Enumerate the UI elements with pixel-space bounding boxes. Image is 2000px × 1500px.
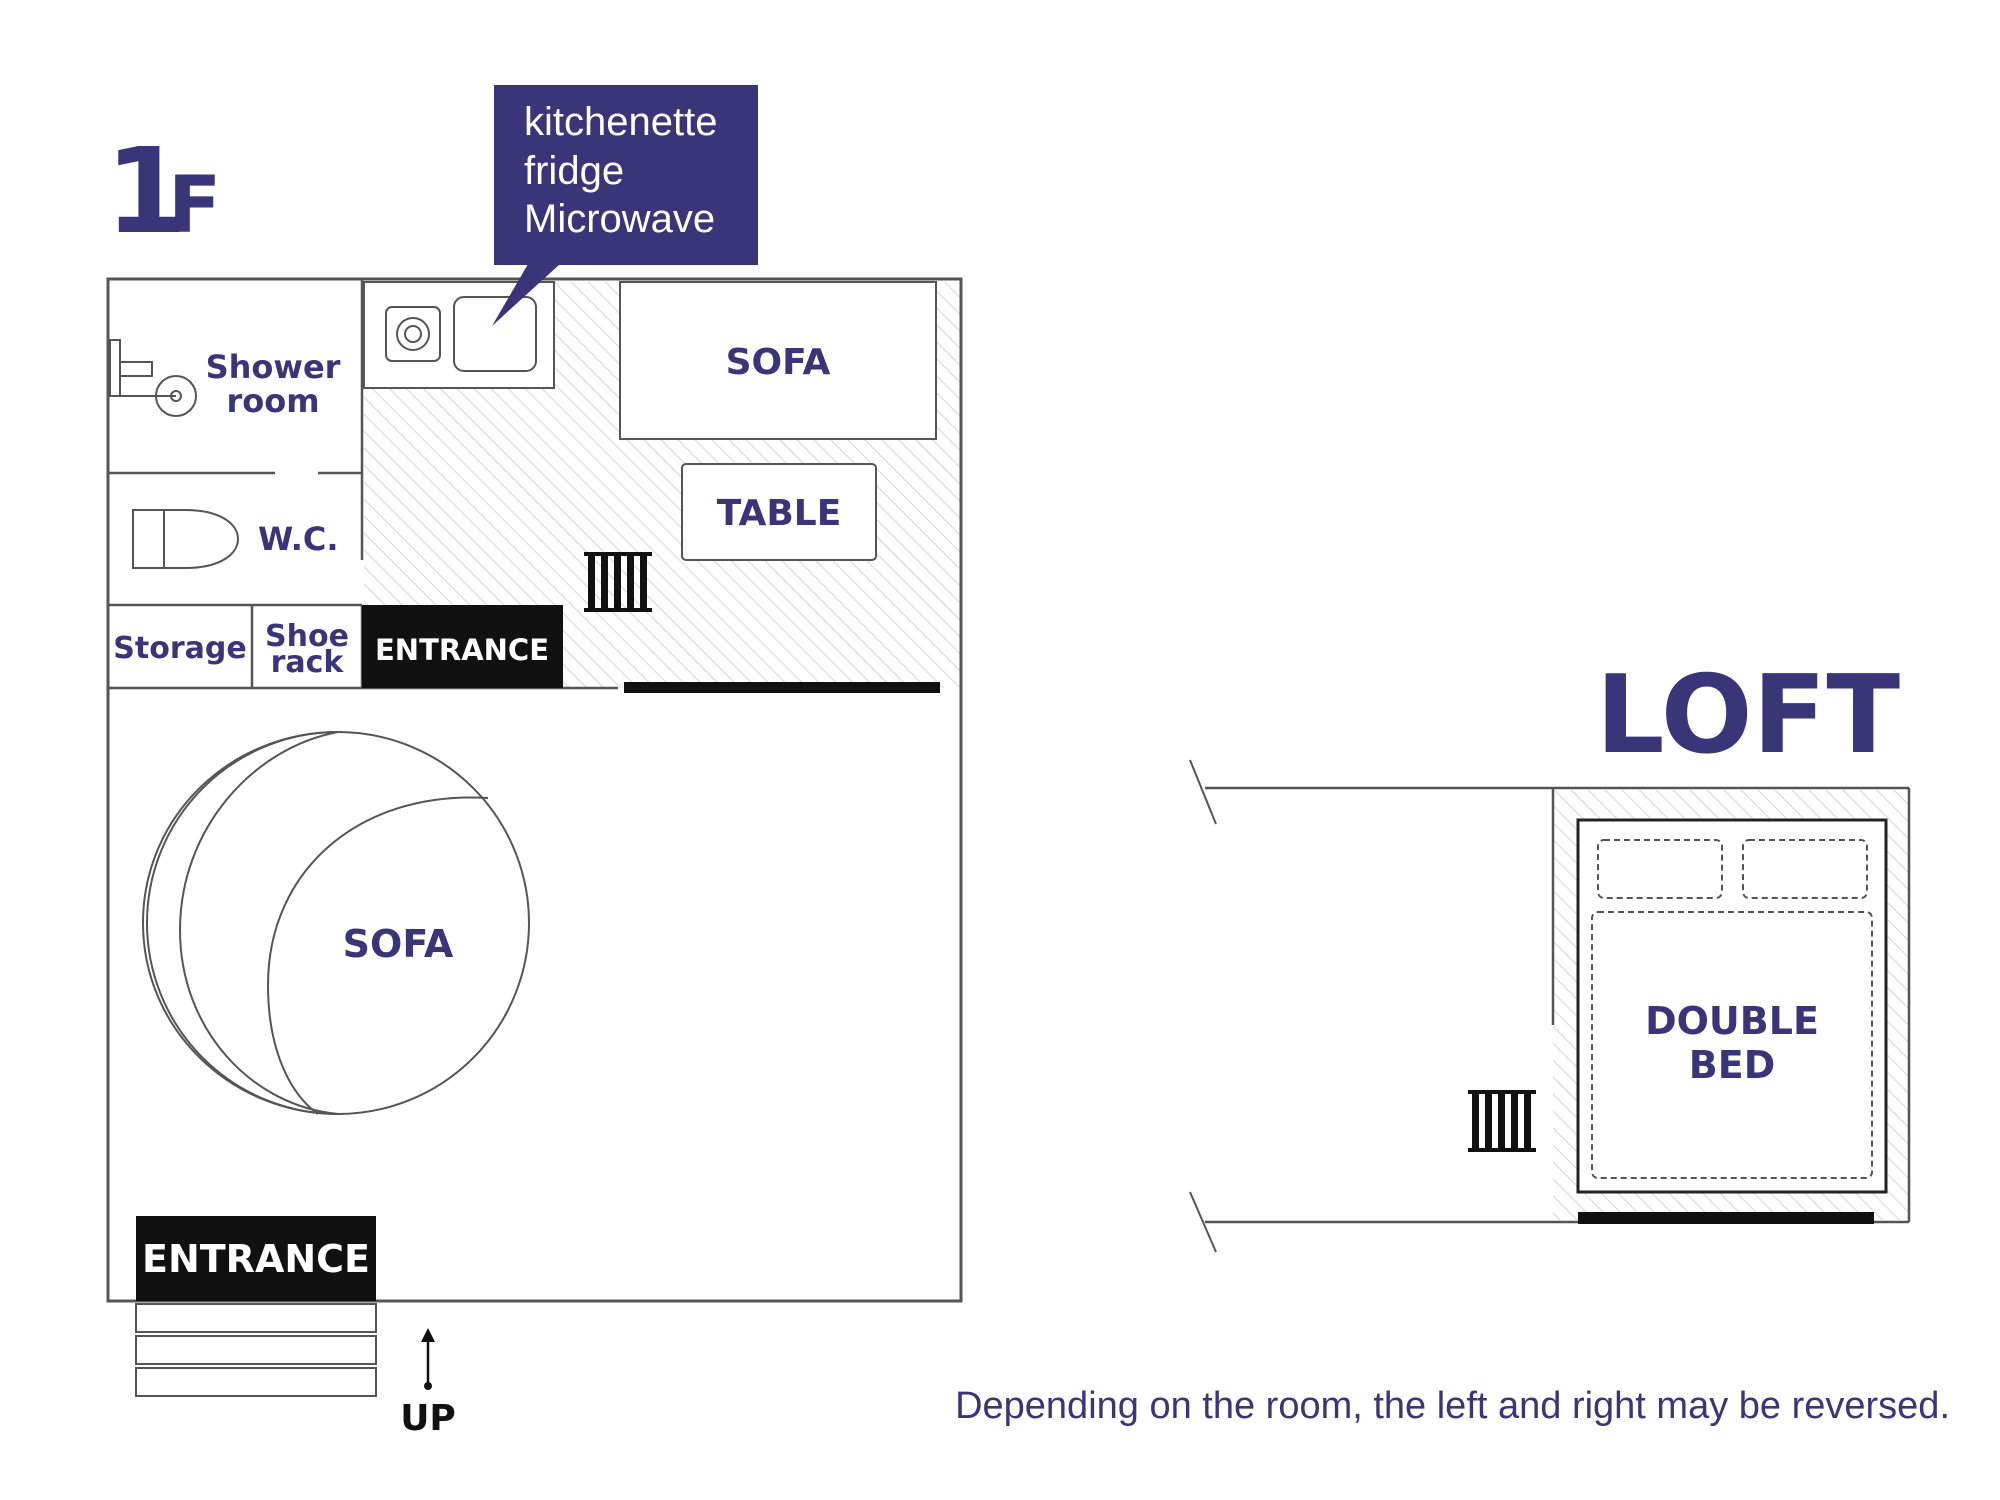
shoe-rack-label-line2: rack	[271, 645, 345, 680]
pillow-left	[1597, 839, 1723, 899]
loft-rail	[1578, 1212, 1874, 1224]
sofa-round	[141, 731, 530, 1115]
wc: W.C.	[132, 509, 338, 569]
entrance-steps	[135, 1303, 377, 1397]
callout-line-kitchenette: kitchenette	[524, 100, 717, 144]
sink-icon	[453, 296, 537, 372]
ladder-icon	[1468, 1090, 1536, 1152]
floor-1f: 1 F	[105, 85, 963, 1439]
storage-label: Storage	[113, 631, 246, 666]
duvet	[1591, 911, 1873, 1179]
kitchenette-callout: kitchenette fridge Microwave	[492, 85, 758, 326]
up-arrow-icon	[421, 1328, 435, 1390]
window-rail	[624, 682, 940, 693]
floor-1f-title: 1 F	[105, 122, 221, 260]
shower-room: Shower room	[109, 339, 341, 420]
sofa-top: SOFA	[619, 281, 937, 440]
table-label: TABLE	[717, 493, 842, 534]
loft-title: LOFT	[1596, 653, 1901, 778]
callout-line-microwave: Microwave	[524, 197, 715, 241]
up-label: UP	[400, 1398, 456, 1439]
floor-1f-title-letter: F	[168, 161, 221, 251]
entrance-main-label: ENTRANCE	[142, 1237, 370, 1281]
callout-line-fridge: fridge	[524, 149, 624, 193]
shower-room-label-line2: room	[226, 382, 319, 420]
double-bed-label-line1: DOUBLE	[1645, 999, 1819, 1043]
pillow-right	[1742, 839, 1868, 899]
reversal-note: Depending on the room, the left and righ…	[955, 1385, 1950, 1427]
wc-label: W.C.	[258, 520, 338, 558]
double-bed-label-line2: BED	[1689, 1043, 1775, 1087]
loft: LOFT DOUBLE BED	[1189, 653, 1911, 1253]
toilet-icon	[132, 509, 240, 569]
kitchenette-counter	[363, 281, 555, 389]
table: TABLE	[681, 463, 877, 561]
shower-icon	[109, 339, 197, 417]
stove-icon	[385, 306, 441, 362]
shoe-rack-label-line1: Shoe	[265, 619, 349, 654]
entrance-inner: ENTRANCE	[362, 605, 563, 688]
entrance-main: ENTRANCE	[136, 1216, 376, 1301]
sofa-round-label: SOFA	[343, 922, 454, 966]
double-bed: DOUBLE BED	[1576, 818, 1888, 1194]
shower-room-label-line1: Shower	[206, 348, 341, 386]
floor-1f-title-number: 1	[105, 122, 187, 260]
sofa-top-label: SOFA	[726, 342, 831, 383]
entrance-inner-label: ENTRANCE	[375, 633, 549, 667]
ladder-icon	[584, 552, 652, 612]
